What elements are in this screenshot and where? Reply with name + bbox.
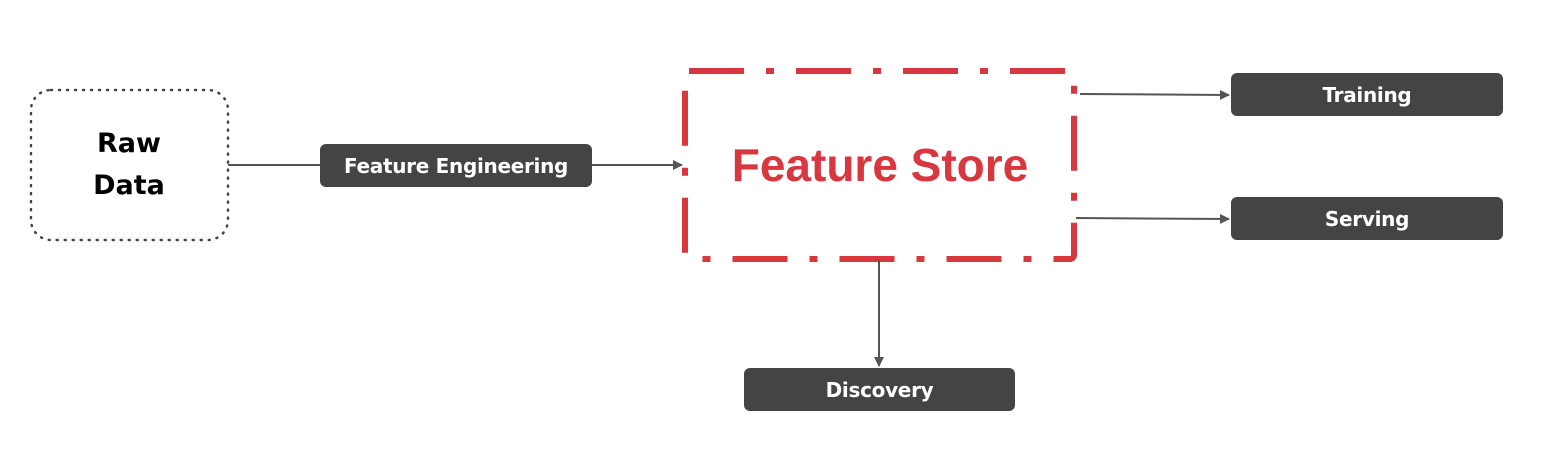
feature-store-box (682, 68, 1077, 262)
raw-data-box (29, 88, 230, 242)
raw-data-label-line2: Data (93, 170, 165, 201)
training-node: Training (1231, 73, 1503, 116)
discovery-node: Discovery (744, 368, 1015, 411)
arrow-store-to-serving (1075, 213, 1230, 224)
feature-store-label: Feature Store (731, 139, 1029, 191)
raw-data-label-line1: Raw (97, 128, 161, 159)
serving-node: Serving (1231, 197, 1503, 240)
arrow-store-to-training (1079, 89, 1230, 100)
feature-engineering-node: Feature Engineering (320, 144, 592, 187)
